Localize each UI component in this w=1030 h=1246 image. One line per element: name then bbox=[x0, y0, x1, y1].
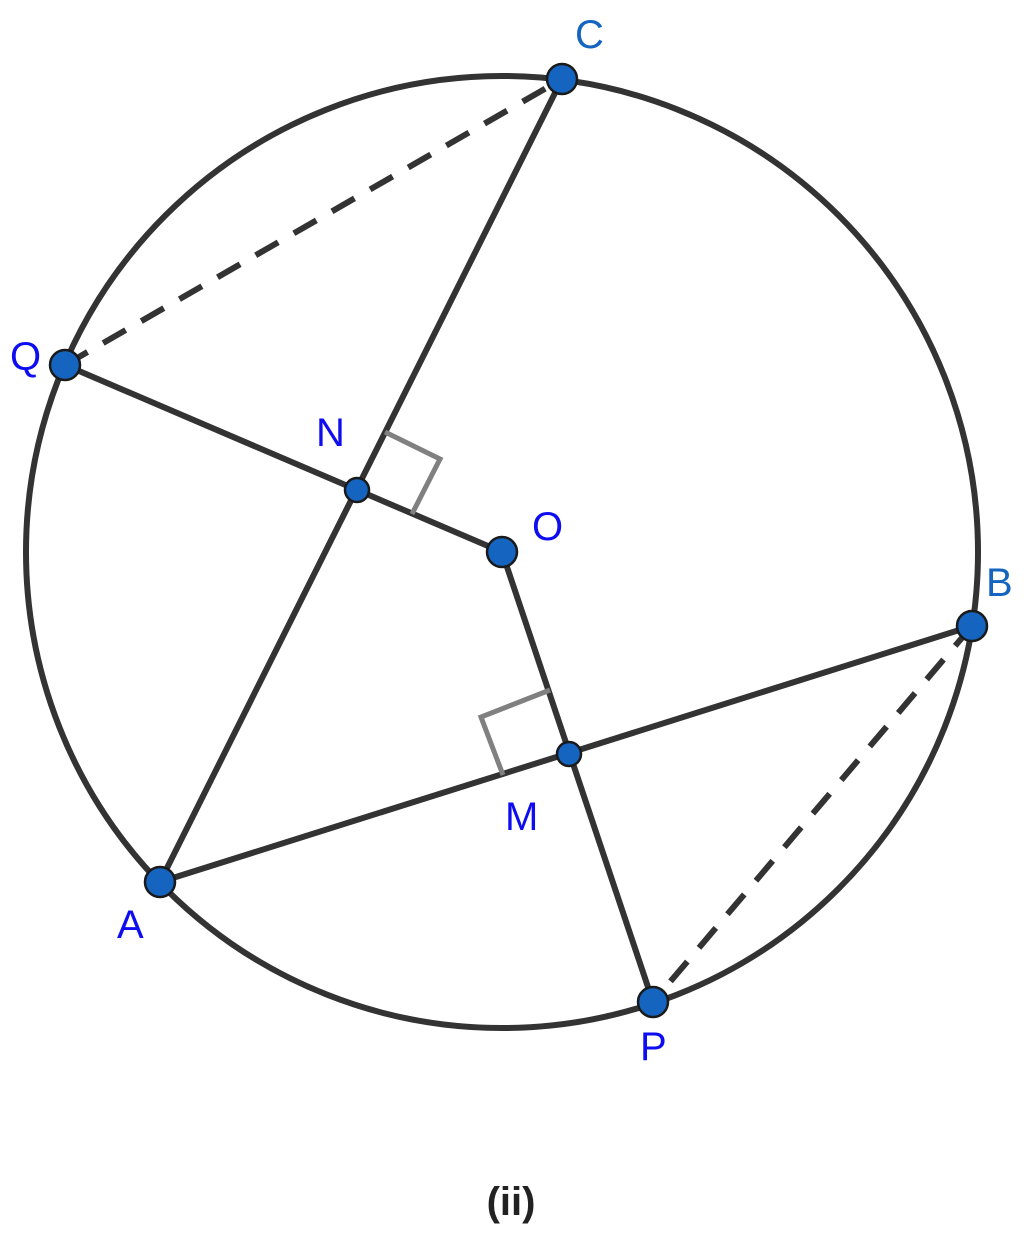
point-q bbox=[48, 348, 82, 382]
dashed-chord-qc bbox=[63, 76, 564, 368]
point-b bbox=[955, 609, 989, 643]
dashed-chord-bp bbox=[650, 624, 975, 1004]
label-o: O bbox=[532, 505, 563, 549]
point-m bbox=[555, 740, 583, 768]
label-c: C bbox=[575, 13, 604, 57]
label-n: N bbox=[316, 411, 345, 455]
label-m: M bbox=[505, 795, 538, 839]
segment-qo bbox=[63, 362, 504, 555]
point-a bbox=[143, 865, 177, 899]
right-angle-mark-n bbox=[383, 429, 444, 516]
label-p: P bbox=[640, 1025, 667, 1069]
label-a: A bbox=[117, 903, 144, 947]
point-c bbox=[545, 62, 579, 96]
right-angle-mark-m bbox=[477, 687, 551, 776]
point-n bbox=[343, 476, 371, 504]
circle bbox=[23, 73, 981, 1031]
point-o bbox=[485, 535, 519, 569]
point-p bbox=[636, 985, 670, 1019]
label-b: B bbox=[986, 561, 1013, 605]
label-q: Q bbox=[10, 335, 41, 379]
segment-op bbox=[499, 551, 656, 1003]
figure-caption: (ii) bbox=[487, 1180, 536, 1224]
